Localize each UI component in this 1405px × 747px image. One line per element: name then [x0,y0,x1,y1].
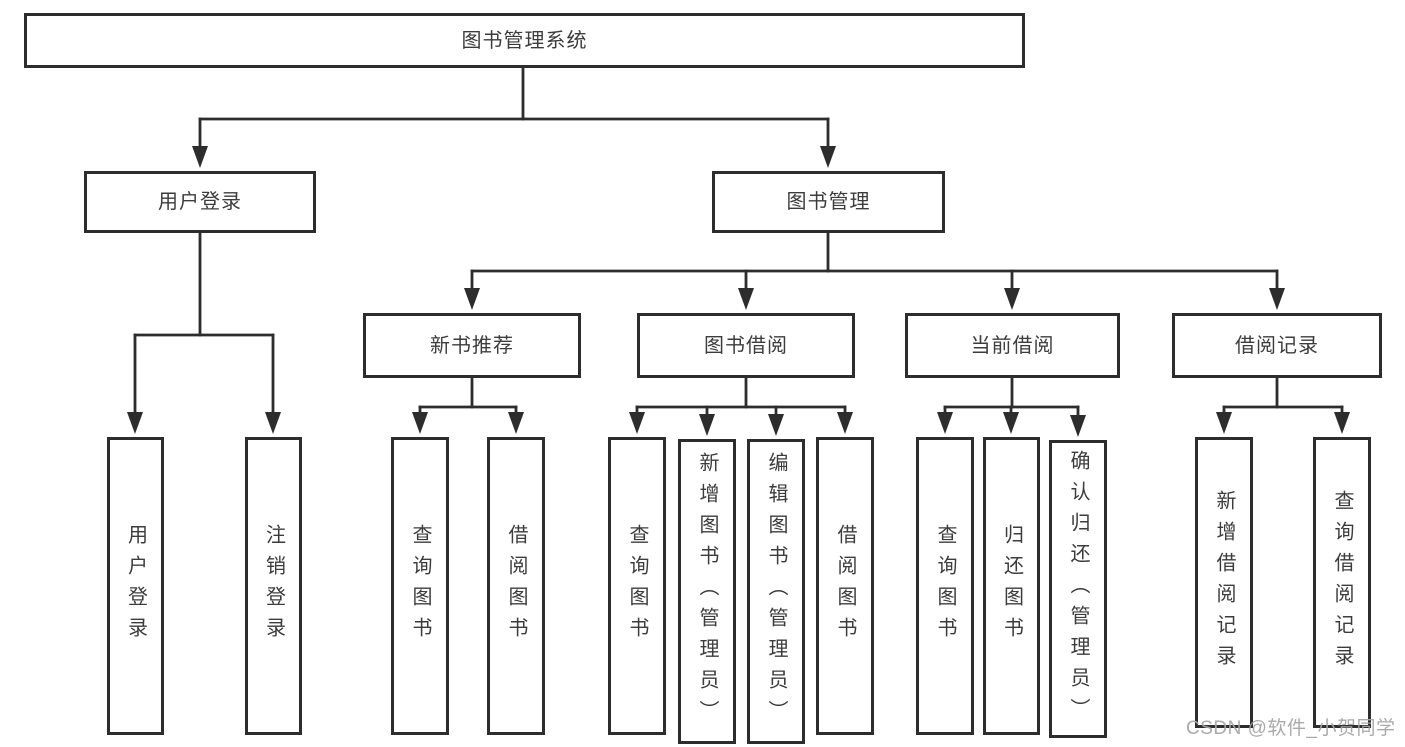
arrowhead-icon [699,414,715,436]
arrowhead-icon [1004,288,1020,310]
arrowhead-icon [837,412,853,434]
arrowhead-icon [1334,412,1350,434]
node-borrow-books-borrow: 借阅图书 [816,437,874,735]
arrowhead-icon [508,412,524,434]
arrowhead-icon [1216,412,1232,434]
node-query-borrow-record: 查询借阅记录 [1313,437,1371,728]
node-current-borrowing: 当前借阅 [905,313,1120,378]
node-book-management: 图书管理 [712,171,945,233]
arrowhead-icon [768,414,784,436]
node-edit-book-admin: 编辑图书（管理员） [747,439,805,744]
arrowhead-icon [464,288,480,310]
node-add-book-admin: 新增图书（管理员） [678,439,736,744]
arrowhead-icon [412,412,428,434]
node-return-book: 归还图书 [983,437,1040,735]
node-user-login: 用户登录 [84,171,316,233]
node-book-borrowing: 图书借阅 [637,313,855,378]
arrowhead-icon [192,146,208,168]
arrowhead-icon [1003,412,1019,434]
arrowhead-icon [738,288,754,310]
arrowhead-icon [127,412,143,434]
arrowhead-icon [1269,288,1285,310]
node-library-management-system: 图书管理系统 [24,13,1025,68]
node-new-book-recommendation: 新书推荐 [363,313,581,378]
node-logout-leaf: 注销登录 [245,437,302,735]
node-user-login-leaf: 用户登录 [107,437,164,735]
node-add-borrow-record: 新增借阅记录 [1195,437,1253,728]
arrowhead-icon [820,146,836,168]
arrowhead-icon [265,412,281,434]
node-query-books-borrow: 查询图书 [608,437,666,735]
node-borrowing-records: 借阅记录 [1172,313,1382,378]
node-confirm-return-admin: 确认归还（管理员） [1049,440,1107,738]
watermark: CSDN @软件_小贺同学 [1186,718,1396,739]
arrowhead-icon [629,412,645,434]
node-borrow-books-rec: 借阅图书 [487,437,545,735]
node-query-books-current: 查询图书 [916,437,974,735]
arrowhead-icon [937,412,953,434]
arrowhead-icon [1070,415,1086,437]
node-query-books-rec: 查询图书 [391,437,449,735]
